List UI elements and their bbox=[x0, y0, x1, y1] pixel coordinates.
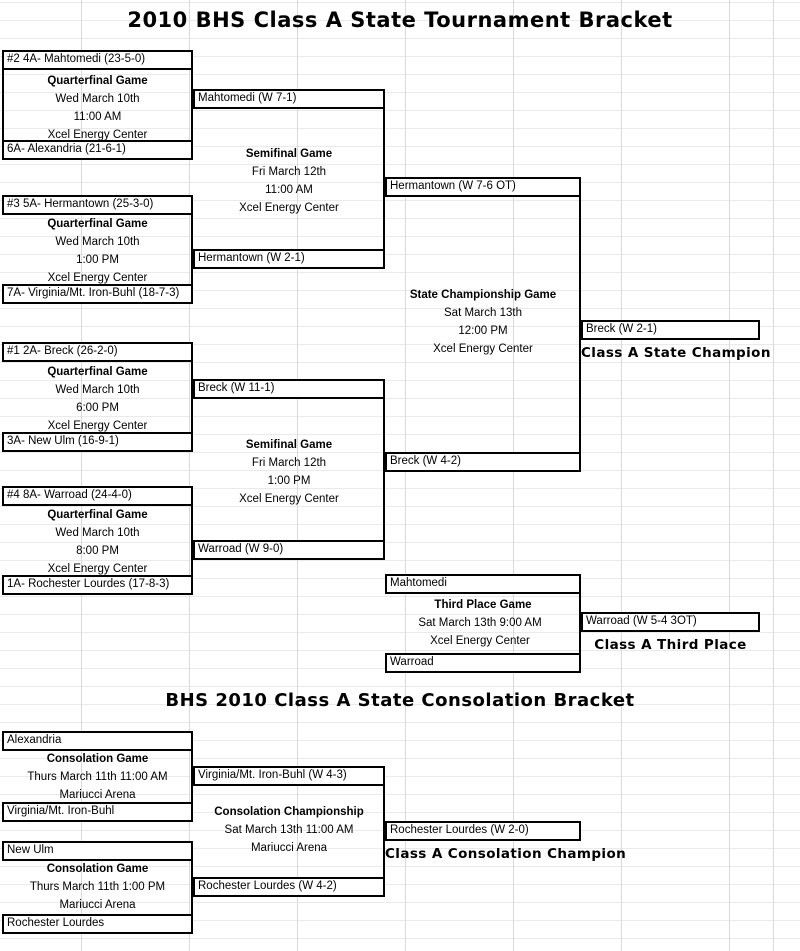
cons-final-winner-top[interactable]: Virginia/Mt. Iron-Buhl (W 4-3) bbox=[193, 766, 385, 786]
cons-final-datetime: Sat March 13th 11:00 AM bbox=[224, 824, 354, 836]
sf1-time: 11:00 AM bbox=[265, 184, 313, 196]
final-finalist-bottom[interactable]: Breck (W 4-2) bbox=[385, 452, 581, 472]
qf2-team-bottom[interactable]: 7A- Virginia/Mt. Iron-Buhl (18-7-3) bbox=[2, 284, 193, 304]
cons-final-header: Consolation Championship bbox=[214, 806, 364, 818]
qf4-venue: Xcel Energy Center bbox=[47, 563, 148, 575]
sf1-date: Fri March 12th bbox=[251, 166, 327, 178]
cg1-game-info: Consolation Game Thurs March 11th 11:00 … bbox=[2, 750, 193, 804]
final-date: Sat March 13th bbox=[444, 307, 522, 319]
qf3-header: Quarterfinal Game bbox=[47, 366, 148, 378]
qf4-header: Quarterfinal Game bbox=[47, 509, 148, 521]
qf3-venue: Xcel Energy Center bbox=[47, 420, 148, 432]
cg1-header: Consolation Game bbox=[46, 753, 149, 765]
cg1-team-top[interactable]: Alexandria bbox=[2, 731, 193, 751]
cons-final-game-info: Consolation Championship Sat March 13th … bbox=[193, 803, 385, 857]
final-header: State Championship Game bbox=[409, 289, 557, 301]
qf4-game-info: Quarterfinal Game Wed March 10th 8:00 PM… bbox=[2, 506, 193, 578]
third-place-datetime: Sat March 13th 9:00 AM bbox=[418, 617, 542, 629]
sf2-winner-bottom[interactable]: Warroad (W 9-0) bbox=[193, 540, 385, 560]
sf2-time: 1:00 PM bbox=[267, 475, 311, 487]
state-champion-award: Class A State Champion bbox=[581, 345, 771, 361]
third-place-team-top[interactable]: Mahtomedi bbox=[385, 574, 581, 594]
qf2-venue: Xcel Energy Center bbox=[47, 272, 148, 284]
third-place-game-info: Third Place Game Sat March 13th 9:00 AM … bbox=[385, 596, 581, 650]
qf2-header: Quarterfinal Game bbox=[47, 218, 148, 230]
cg2-game-info: Consolation Game Thurs March 11th 1:00 P… bbox=[2, 860, 193, 914]
sf1-venue: Xcel Energy Center bbox=[239, 202, 339, 214]
sf1-winner-top[interactable]: Mahtomedi (W 7-1) bbox=[193, 89, 385, 109]
qf1-time: 11:00 AM bbox=[73, 111, 122, 123]
sf1-game-info: Semifinal Game Fri March 12th 11:00 AM X… bbox=[193, 145, 385, 217]
cg2-team-top[interactable]: New Ulm bbox=[2, 841, 193, 861]
cg1-venue: Mariucci Arena bbox=[59, 789, 136, 801]
cons-final-winner-bottom[interactable]: Rochester Lourdes (W 4-2) bbox=[193, 877, 385, 897]
qf3-time: 6:00 PM bbox=[76, 402, 119, 414]
final-finalist-top[interactable]: Hermantown (W 7-6 OT) bbox=[385, 177, 581, 197]
final-venue: Xcel Energy Center bbox=[433, 343, 533, 355]
qf1-venue: Xcel Energy Center bbox=[47, 129, 148, 141]
qf2-date: Wed March 10th bbox=[55, 236, 140, 248]
page-title-consolation: BHS 2010 Class A State Consolation Brack… bbox=[165, 690, 635, 711]
qf3-team-top[interactable]: #1 2A- Breck (26-2-0) bbox=[2, 342, 193, 362]
sf2-header: Semifinal Game bbox=[245, 439, 333, 451]
final-time: 12:00 PM bbox=[458, 325, 508, 337]
qf3-game-info: Quarterfinal Game Wed March 10th 6:00 PM… bbox=[2, 363, 193, 435]
sf2-winner-top[interactable]: Breck (W 11-1) bbox=[193, 379, 385, 399]
state-champion-slot[interactable]: Breck (W 2-1) bbox=[581, 320, 760, 340]
third-place-venue: Xcel Energy Center bbox=[430, 635, 530, 647]
qf1-game-info: Quarterfinal Game Wed March 10th 11:00 A… bbox=[2, 72, 193, 144]
sf2-venue: Xcel Energy Center bbox=[239, 493, 339, 505]
qf4-team-bottom[interactable]: 1A- Rochester Lourdes (17-8-3) bbox=[2, 575, 193, 595]
cg1-datetime: Thurs March 11th 11:00 AM bbox=[27, 771, 168, 783]
cons-final-venue: Mariucci Arena bbox=[250, 842, 328, 854]
cg2-team-bottom[interactable]: Rochester Lourdes bbox=[2, 914, 193, 934]
sf1-winner-bottom[interactable]: Hermantown (W 2-1) bbox=[193, 249, 385, 269]
cg2-venue: Mariucci Arena bbox=[59, 899, 136, 911]
third-place-team-bottom[interactable]: Warroad bbox=[385, 653, 581, 673]
third-place-award: Class A Third Place bbox=[594, 637, 747, 653]
third-place-winner-slot[interactable]: Warroad (W 5-4 3OT) bbox=[581, 612, 760, 632]
consolation-champion-slot[interactable]: Rochester Lourdes (W 2-0) bbox=[385, 821, 581, 841]
third-place-header: Third Place Game bbox=[434, 599, 532, 611]
qf2-team-top[interactable]: #3 5A- Hermantown (25-3-0) bbox=[2, 195, 193, 215]
qf1-team-bottom[interactable]: 6A- Alexandria (21-6-1) bbox=[2, 140, 193, 160]
page-title-main: 2010 BHS Class A State Tournament Bracke… bbox=[127, 8, 673, 32]
sf2-date: Fri March 12th bbox=[251, 457, 327, 469]
qf4-time: 8:00 PM bbox=[76, 545, 119, 557]
final-game-info: State Championship Game Sat March 13th 1… bbox=[385, 286, 581, 358]
cg2-header: Consolation Game bbox=[46, 863, 149, 875]
qf1-header: Quarterfinal Game bbox=[47, 75, 148, 87]
sf1-header: Semifinal Game bbox=[245, 148, 333, 160]
qf2-game-info: Quarterfinal Game Wed March 10th 1:00 PM… bbox=[2, 215, 193, 287]
qf3-date: Wed March 10th bbox=[55, 384, 140, 396]
cg1-team-bottom[interactable]: Virginia/Mt. Iron-Buhl bbox=[2, 802, 193, 822]
qf3-team-bottom[interactable]: 3A- New Ulm (16-9-1) bbox=[2, 432, 193, 452]
cg2-datetime: Thurs March 11th 1:00 PM bbox=[29, 881, 166, 893]
qf4-date: Wed March 10th bbox=[55, 527, 140, 539]
qf4-team-top[interactable]: #4 8A- Warroad (24-4-0) bbox=[2, 486, 193, 506]
sf2-game-info: Semifinal Game Fri March 12th 1:00 PM Xc… bbox=[193, 436, 385, 508]
qf2-time: 1:00 PM bbox=[76, 254, 119, 266]
qf1-team-top[interactable]: #2 4A- Mahtomedi (23-5-0) bbox=[2, 50, 193, 70]
consolation-champion-award: Class A Consolation Champion bbox=[385, 846, 627, 862]
qf1-date: Wed March 10th bbox=[55, 93, 140, 105]
